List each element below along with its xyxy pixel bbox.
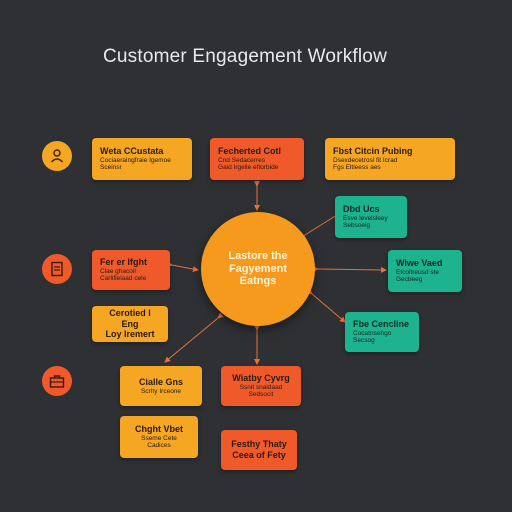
document-icon (42, 254, 72, 284)
box-line: Fgs Eltleess aes (333, 164, 381, 172)
box-line: Scrhy Irceone (140, 387, 182, 395)
box-top-middle: Fecherted Cotl Cnd Sedacerres Gaid Irgel… (210, 138, 304, 180)
diagram-title: Customer Engagement Workflow (102, 46, 388, 67)
box-line: Cnd Sedacerres (218, 156, 265, 164)
box-bottom-middle: Wiatby Cyvrg Ssnit snaldaad Sedsocit (221, 366, 301, 406)
box-bottom-left-2: Chght Vbet Sseme Cete Cadices (120, 416, 198, 458)
box-left-lower: Cerotied I Eng Loy Iremert (92, 306, 168, 342)
box-line: Clae ghacoil (100, 267, 136, 275)
box-line: Ssnit snaldaad (239, 383, 283, 391)
link-left-low (164, 312, 224, 363)
box-teal-lower: Fbe Cencline Cocatnsehgo Secsog (345, 312, 419, 352)
box-heading: Fbst Citcin Pubing (333, 145, 413, 156)
box-top-right: Fbst Citcin Pubing Dsexdecetrosl fit Icr… (325, 138, 455, 180)
box-line: Loy Iremert (105, 329, 155, 340)
box-line: Etcoltreusd ste (396, 268, 439, 276)
box-heading: Cialle Gns (138, 376, 183, 387)
box-heading: Wiwe Vaed (396, 257, 443, 268)
central-hub: Lastore the Fagyement Eatngs (201, 212, 315, 326)
hub-line: Fagyement (228, 262, 288, 275)
box-left-middle: Fer er Ifght Clae ghacoil Carliflelaad c… (92, 250, 170, 290)
box-line: Carliflelaad cele (100, 275, 147, 283)
box-bottom-middle-2: Festhy Thaty Ceea of Fety (221, 430, 297, 470)
box-teal-top: Dbd Ucs Esve levelsleey Sebsoeig (335, 196, 407, 238)
box-heading: Chght Vbet (135, 423, 183, 434)
box-top-left: Weta CCustata Cociaeraingfraie Igemoe Sc… (92, 138, 192, 180)
box-heading: Fer er Ifght (100, 256, 148, 267)
box-line: Gecbeeg (396, 276, 423, 284)
box-line: Esve levelsleey (343, 214, 388, 222)
box-line: Dsexdecetrosl fit Icrad (333, 156, 398, 164)
box-line: Gaid Irgelle eftorbide (218, 164, 279, 172)
box-line: Sebsoeig (343, 222, 371, 230)
box-line: Cadices (147, 442, 171, 450)
box-line: Sedsocit (248, 391, 274, 399)
box-heading: Weta CCustata (100, 145, 164, 156)
box-bottom-left: Cialle Gns Scrhy Irceone (120, 366, 202, 406)
box-line: Secsog (353, 337, 375, 345)
box-line: Sceinsr (100, 164, 122, 172)
box-teal-middle: Wiwe Vaed Etcoltreusd ste Gecbeeg (388, 250, 462, 292)
briefcase-icon (42, 366, 72, 396)
box-line: Sseme Cete (141, 434, 177, 442)
box-line: Cocatnsehgo (353, 329, 392, 337)
box-line: Ceea of Fety (232, 450, 286, 460)
box-heading: Wiatby Cyvrg (232, 372, 290, 383)
box-line: Festhy Thaty (231, 439, 287, 450)
box-heading: Dbd Ucs (343, 203, 380, 214)
link-left-mid (166, 261, 199, 273)
link-right-mid (312, 265, 387, 273)
box-heading: Fbe Cencline (353, 318, 410, 329)
box-line: Cociaeraingfraie Igemoe (100, 156, 171, 164)
hub-line: Eatngs (239, 275, 277, 288)
link-right-low (306, 288, 346, 323)
person-icon (42, 141, 72, 171)
hub-line: Lastore the (228, 250, 288, 263)
box-line: Cerotied I Eng (109, 307, 151, 329)
box-heading: Fecherted Cotl (218, 145, 282, 156)
